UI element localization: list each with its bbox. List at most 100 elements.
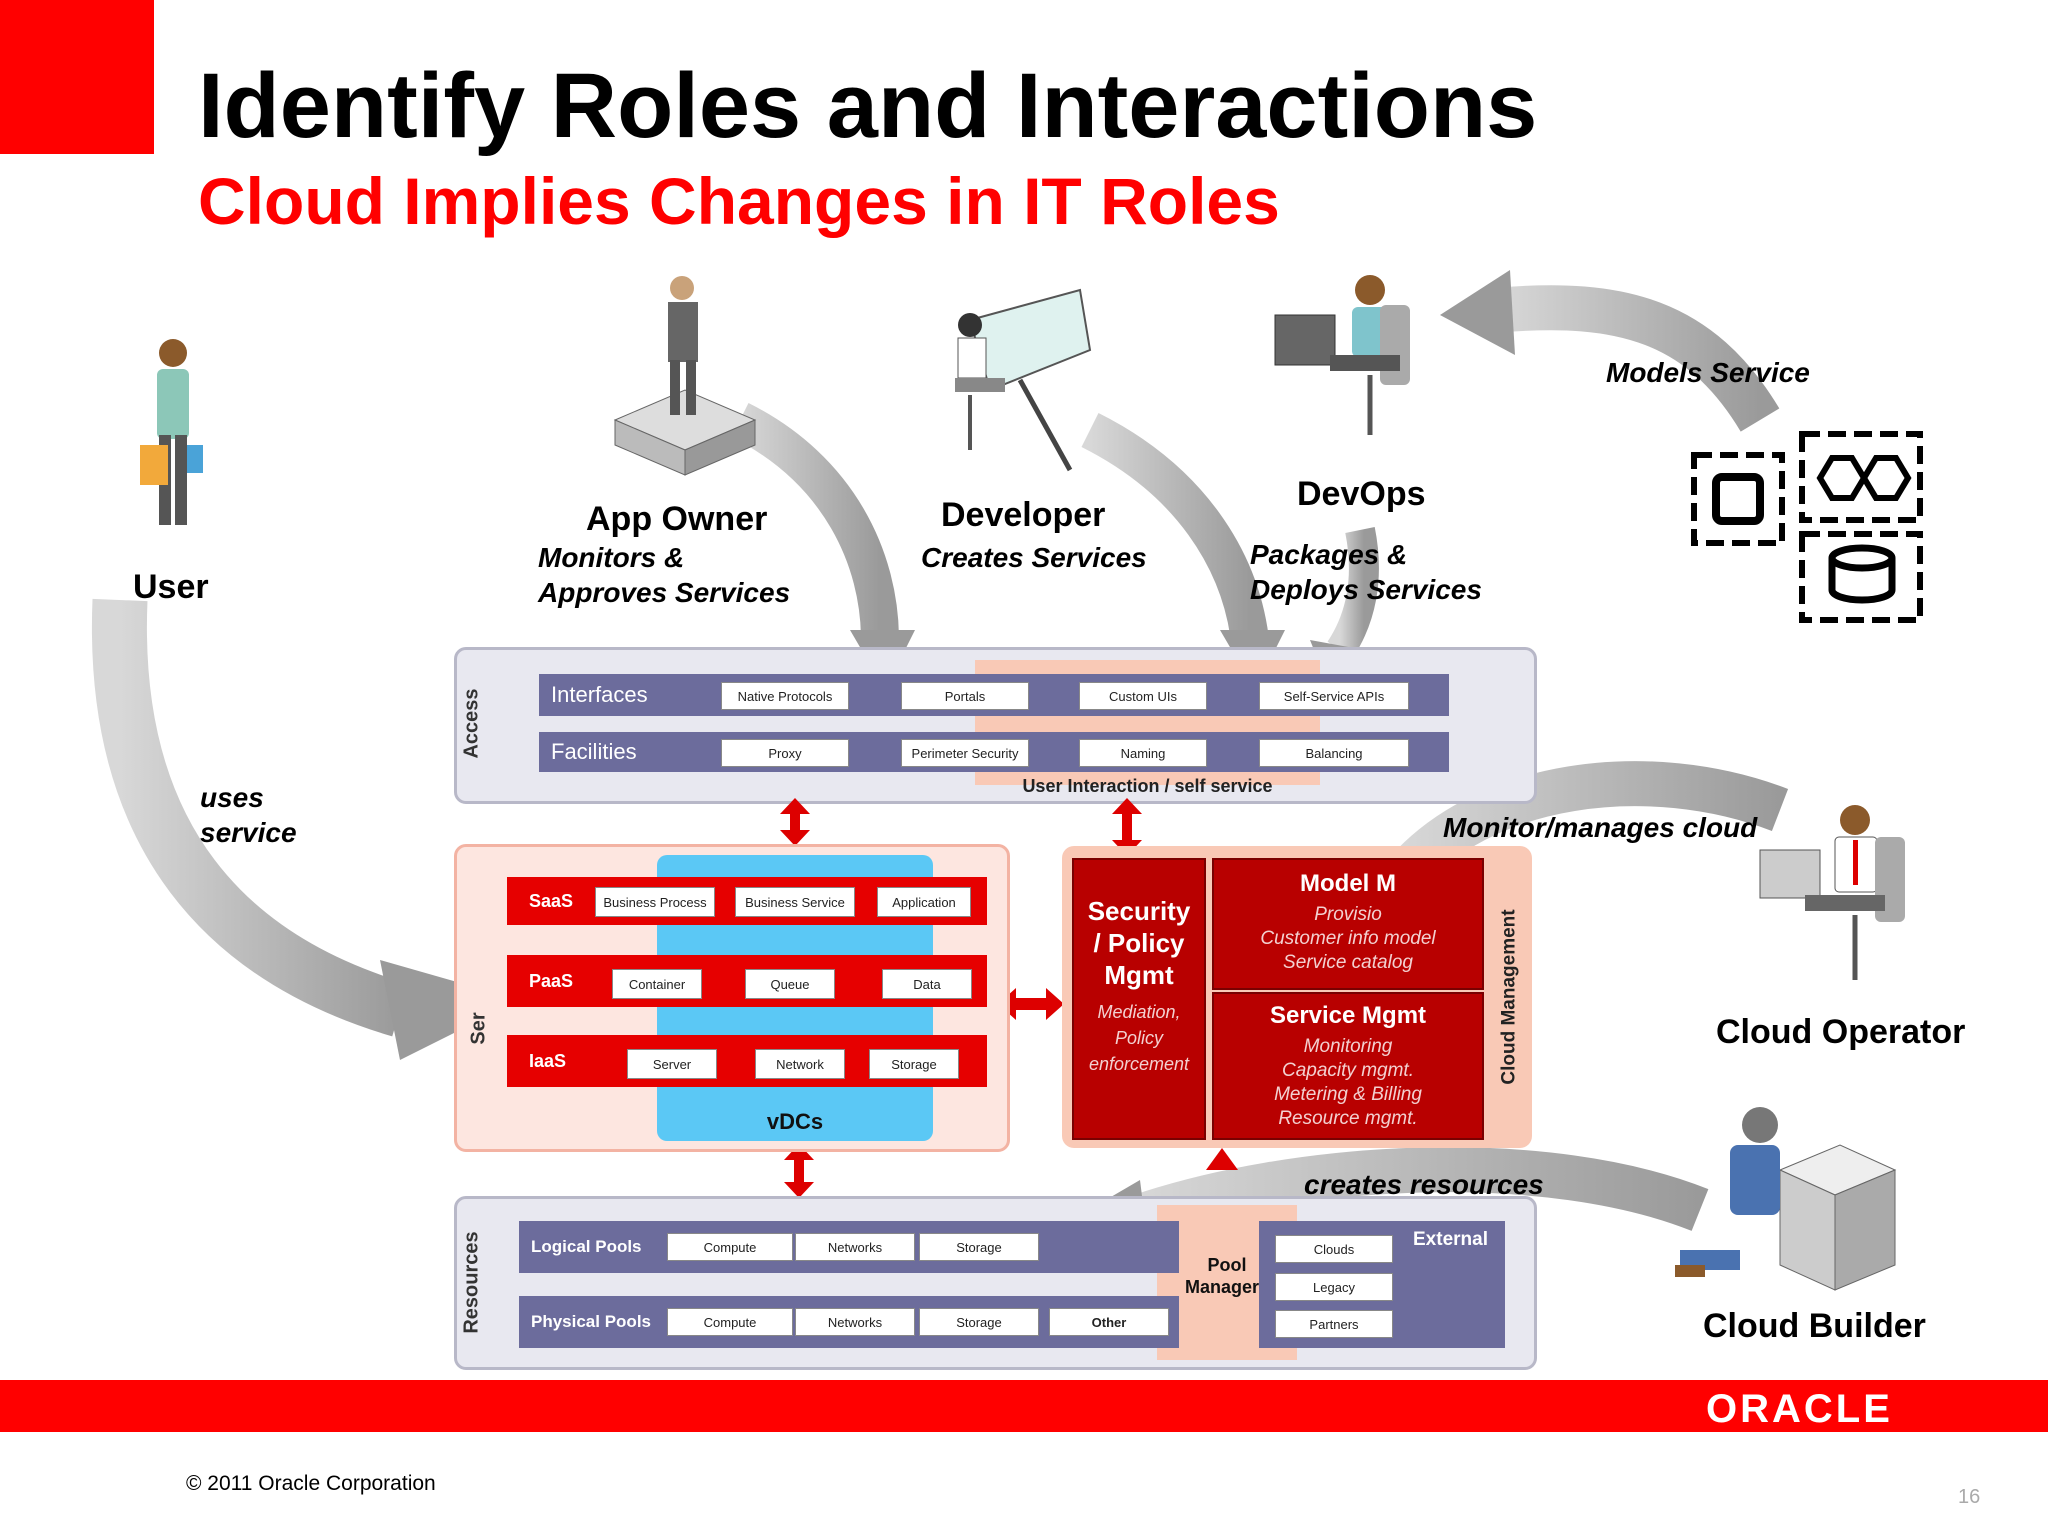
cloud-operator-icon bbox=[1759, 805, 1905, 980]
arrow-app-owner bbox=[731, 403, 899, 641]
chip-logical-storage: Storage bbox=[919, 1233, 1039, 1261]
app-owner-icon bbox=[613, 276, 757, 476]
user-icon bbox=[140, 339, 203, 525]
logical-pools-label: Logical Pools bbox=[531, 1237, 642, 1256]
chip-data: Data bbox=[882, 969, 972, 999]
security-title-3: Mgmt bbox=[1104, 960, 1174, 990]
chip-portals: Portals bbox=[901, 682, 1029, 710]
security-desc-1: Mediation, bbox=[1097, 1002, 1181, 1022]
user-interaction-label: User Interaction / self service bbox=[1022, 776, 1273, 796]
facilities-bar: Facilities Proxy Perimeter Security Nami… bbox=[539, 732, 1449, 772]
connector-services-resources bbox=[784, 1144, 814, 1198]
security-desc-3: enforcement bbox=[1088, 1054, 1190, 1074]
oracle-logo: ORACLE bbox=[1706, 1387, 1893, 1431]
chip-partners: Partners bbox=[1275, 1310, 1393, 1338]
security-desc-2: Policy bbox=[1114, 1028, 1163, 1048]
devops-desc-1: Packages & bbox=[1250, 539, 1408, 570]
security-title-1: Security bbox=[1087, 896, 1191, 926]
chip-physical-storage: Storage bbox=[919, 1308, 1039, 1336]
arrow-monitor bbox=[1382, 761, 1789, 895]
chip-perimeter-security: Perimeter Security bbox=[901, 739, 1029, 767]
chip-queue: Queue bbox=[745, 969, 835, 999]
uses-service-label-2: service bbox=[200, 817, 297, 848]
cloud-mgmt-panel: Security / Policy Mgmt Mediation, Policy… bbox=[1062, 846, 1532, 1148]
chip-physical-compute: Compute bbox=[667, 1308, 793, 1336]
model-mgmt-title: Model M bbox=[1300, 870, 1396, 897]
chip-clouds: Clouds bbox=[1275, 1235, 1393, 1263]
chip-business-service: Business Service bbox=[735, 887, 855, 917]
footer-bar bbox=[0, 1380, 2048, 1432]
facilities-label: Facilities bbox=[551, 739, 637, 764]
paas-bar: PaaS Container Queue Data bbox=[507, 955, 987, 1007]
services-label: Ser bbox=[467, 1012, 490, 1045]
paas-label: PaaS bbox=[529, 971, 574, 991]
iaas-bar: IaaS Server Network Storage bbox=[507, 1035, 987, 1087]
external-label: External bbox=[1413, 1229, 1488, 1250]
pool-managers-label: Pool Managers bbox=[1157, 1255, 1297, 1298]
model-mgmt-box: Model M Provisio Customer info model Ser… bbox=[1212, 858, 1484, 990]
chip-physical-networks: Networks bbox=[795, 1308, 915, 1336]
creates-resources-label: creates resources bbox=[1304, 1169, 1544, 1200]
access-panel: Access Interfaces Native Protocols Porta… bbox=[454, 647, 1537, 804]
interfaces-bar: Interfaces Native Protocols Portals Cust… bbox=[539, 674, 1449, 716]
chip-custom-uis: Custom UIs bbox=[1079, 682, 1207, 710]
connector-mgmt-resources bbox=[1206, 1148, 1238, 1170]
services-icon bbox=[1691, 431, 1923, 623]
chip-network: Network bbox=[755, 1049, 845, 1079]
security-policy-box: Security / Policy Mgmt Mediation, Policy… bbox=[1072, 858, 1206, 1140]
chip-self-service-apis: Self-Service APIs bbox=[1259, 682, 1409, 710]
cloud-operator-label: Cloud Operator bbox=[1716, 1013, 1966, 1051]
service-mgmt-box: Service Mgmt Monitoring Capacity mgmt. M… bbox=[1212, 992, 1484, 1140]
app-owner-desc-2: Approves Services bbox=[538, 577, 791, 608]
developer-label: Developer bbox=[941, 496, 1106, 534]
model-mgmt-desc-1: Provisio bbox=[1314, 904, 1382, 925]
chip-application: Application bbox=[877, 887, 971, 917]
external-bar: External Clouds Legacy Partners bbox=[1259, 1221, 1505, 1348]
pool-managers-line-2: Managers bbox=[1184, 1276, 1270, 1297]
saas-bar: SaaS Business Process Business Service A… bbox=[507, 877, 987, 925]
arrow-models-service bbox=[1498, 285, 1780, 432]
app-owner-desc-1: Monitors & bbox=[538, 542, 685, 573]
page-number: 16 bbox=[1958, 1486, 1981, 1508]
chip-legacy: Legacy bbox=[1275, 1273, 1393, 1301]
access-label: Access bbox=[460, 688, 483, 759]
services-panel: Ser SaaS Business Process Business Servi… bbox=[454, 844, 1010, 1152]
page-title: Identify Roles and Interactions bbox=[198, 55, 1538, 157]
saas-label: SaaS bbox=[529, 891, 574, 911]
devops-icon bbox=[1274, 275, 1410, 435]
chip-server: Server bbox=[627, 1049, 717, 1079]
service-mgmt-desc-1: Monitoring bbox=[1303, 1036, 1393, 1057]
physical-pools-label: Physical Pools bbox=[531, 1312, 651, 1331]
user-label: User bbox=[133, 568, 209, 606]
vdcs-label: vDCs bbox=[766, 1109, 824, 1134]
cloud-mgmt-label: Cloud Management bbox=[1498, 909, 1520, 1085]
connector-access-services bbox=[780, 798, 810, 846]
app-owner-label: App Owner bbox=[586, 500, 768, 538]
developer-desc: Creates Services bbox=[921, 542, 1147, 573]
arrow-head-uses-service bbox=[380, 960, 520, 1060]
devops-desc-2: Deploys Services bbox=[1250, 574, 1482, 605]
copyright: © 2011 Oracle Corporation bbox=[186, 1472, 436, 1495]
pool-managers-line-1: Pool bbox=[1207, 1255, 1247, 1275]
chip-storage: Storage bbox=[869, 1049, 959, 1079]
chip-physical-other: Other bbox=[1049, 1308, 1169, 1336]
brand-red-square bbox=[0, 0, 154, 154]
chip-business-process: Business Process bbox=[595, 887, 715, 917]
models-service-label: Models Service bbox=[1606, 357, 1810, 388]
page-subtitle: Cloud Implies Changes in IT Roles bbox=[198, 164, 1280, 238]
resources-label: Resources bbox=[460, 1231, 483, 1334]
monitor-manages-label: Monitor/manages cloud bbox=[1443, 812, 1758, 843]
model-mgmt-desc-3: Service catalog bbox=[1283, 952, 1413, 973]
arrow-devops bbox=[1327, 527, 1379, 659]
resources-panel: Resources Logical Pools Compute Networks… bbox=[454, 1196, 1537, 1370]
arrow-head-models-service bbox=[1440, 270, 1515, 355]
service-mgmt-desc-3: Metering & Billing bbox=[1274, 1084, 1422, 1105]
arrow-developer bbox=[1081, 413, 1269, 643]
connector-access-mgmt bbox=[1112, 798, 1142, 856]
chip-native-protocols: Native Protocols bbox=[721, 682, 849, 710]
physical-pools-bar: Physical Pools Compute Networks Storage … bbox=[519, 1296, 1179, 1348]
chip-naming: Naming bbox=[1079, 739, 1207, 767]
service-mgmt-title: Service Mgmt bbox=[1269, 1002, 1427, 1029]
security-title-2: / Policy bbox=[1093, 928, 1185, 958]
developer-icon bbox=[955, 288, 1092, 472]
